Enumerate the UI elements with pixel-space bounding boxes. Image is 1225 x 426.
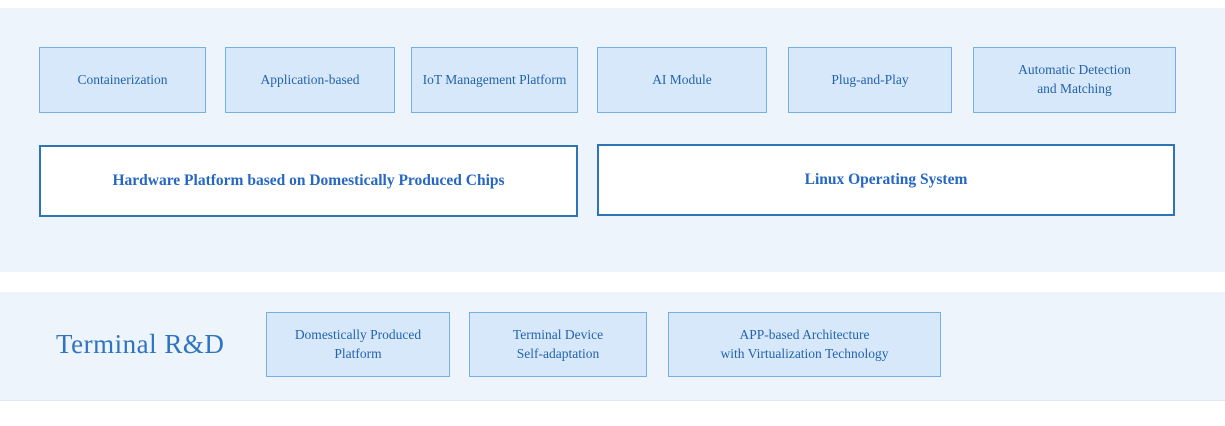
- box-ai-module: AI Module: [597, 47, 767, 113]
- terminal-rd-title: Terminal R&D: [56, 329, 225, 359]
- box-application-based: Application-based: [225, 47, 395, 113]
- box-linux-operating-system-label: Linux Operating System: [804, 170, 968, 188]
- box-iot-management-platform-label: IoT Management Platform: [422, 71, 567, 87]
- box-ai-module-label: AI Module: [652, 71, 712, 87]
- box-containerization: Containerization: [39, 47, 206, 113]
- box-hardware-platform-label: Hardware Platform based on Domestically …: [112, 171, 505, 189]
- box-automatic-detection-matching: Automatic Detection and Matching: [973, 47, 1176, 113]
- box-plug-and-play: Plug-and-Play: [788, 47, 952, 113]
- box-terminal-device-self-adaptation: Terminal Device Self-adaptation: [469, 312, 647, 377]
- platform-layer-band: Containerization Application-based IoT M…: [0, 8, 1225, 272]
- box-iot-management-platform: IoT Management Platform: [411, 47, 578, 113]
- box-automatic-detection-matching-label: Automatic Detection and Matching: [1018, 62, 1131, 96]
- box-domestically-produced-platform: Domestically Produced Platform: [266, 312, 450, 377]
- box-domestically-produced-platform-label: Domestically Produced Platform: [294, 326, 422, 361]
- box-application-based-label: Application-based: [260, 71, 360, 87]
- box-plug-and-play-label: Plug-and-Play: [831, 71, 909, 87]
- terminal-rd-band: Terminal R&D Domestically Produced Platf…: [0, 292, 1225, 401]
- box-app-based-architecture: APP-based Architecture with Virtualizati…: [668, 312, 941, 377]
- box-hardware-platform: Hardware Platform based on Domestically …: [39, 145, 578, 217]
- box-app-based-architecture-label: APP-based Architecture with Virtualizati…: [720, 326, 889, 361]
- box-containerization-label: Containerization: [77, 71, 168, 87]
- box-terminal-device-self-adaptation-label: Terminal Device Self-adaptation: [512, 326, 604, 361]
- box-linux-operating-system: Linux Operating System: [597, 144, 1175, 216]
